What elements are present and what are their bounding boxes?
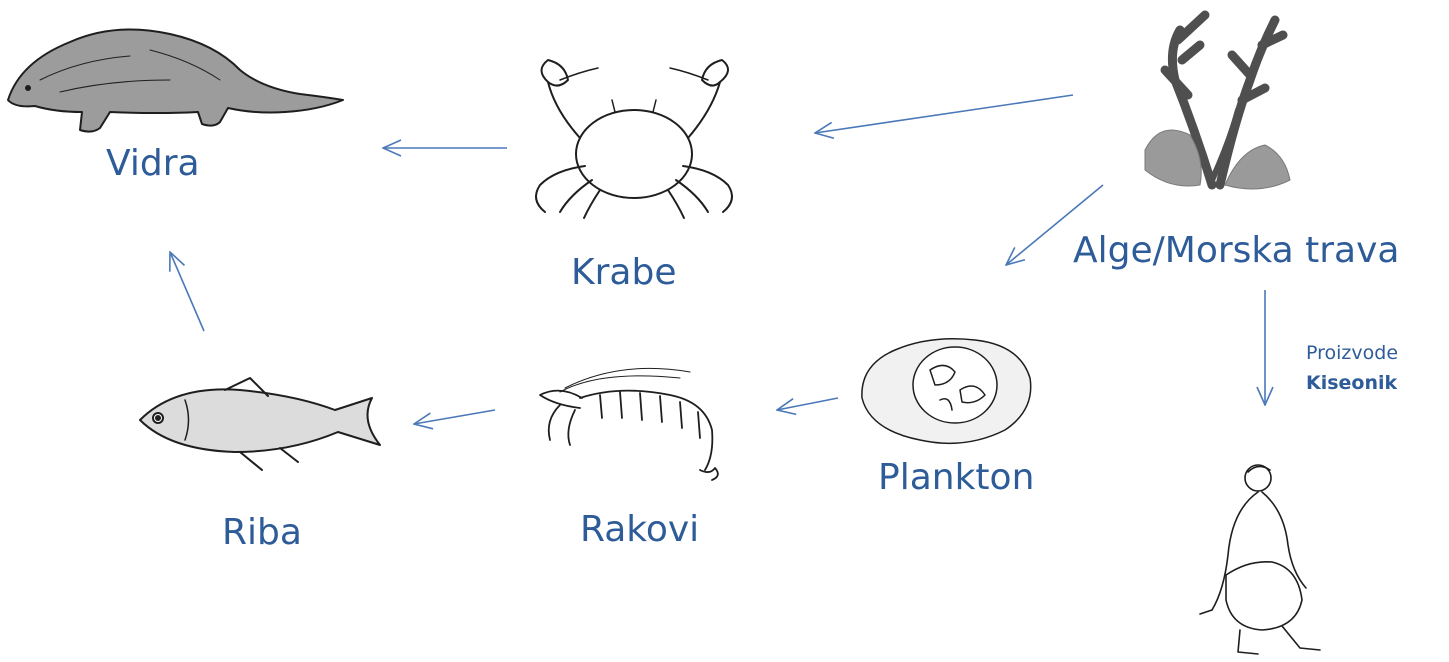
node-label-plankton: Plankton	[878, 457, 1034, 498]
plankton-illustration	[862, 339, 1031, 444]
arrow-riba-to-vidra	[170, 252, 204, 331]
oxygen-note-line1: Proizvode	[1306, 342, 1398, 364]
oxygen-note-line2: Kiseonik	[1306, 372, 1397, 394]
node-label-alge: Alge/Morska trava	[1073, 230, 1399, 271]
fish-illustration	[140, 378, 380, 470]
node-label-krabe: Krabe	[571, 252, 676, 293]
otter-illustration	[8, 30, 343, 132]
node-label-riba: Riba	[222, 512, 302, 553]
arrow-alge-to-krabe	[815, 95, 1073, 133]
crab-illustration	[536, 60, 732, 218]
node-label-vidra: Vidra	[106, 143, 200, 184]
shrimp-illustration	[540, 368, 718, 480]
node-label-rakovi: Rakovi	[580, 509, 699, 550]
person-illustration	[1200, 465, 1320, 654]
arrow-plankton-to-rakovi	[777, 398, 838, 410]
arrow-rakovi-to-riba	[414, 410, 495, 424]
